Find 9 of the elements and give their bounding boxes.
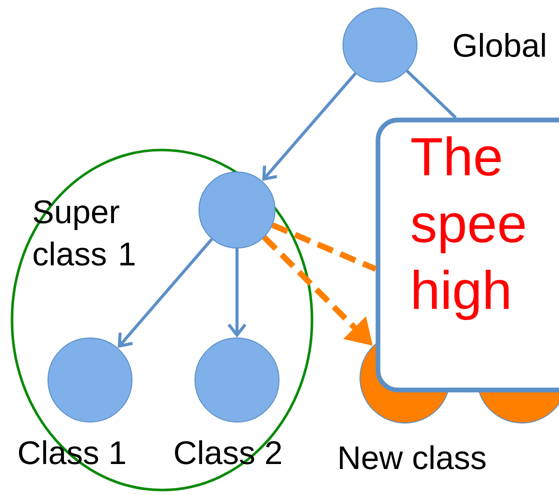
node-label: Class 2	[174, 440, 281, 464]
group-ellipse	[10, 148, 314, 492]
arrow	[118, 238, 213, 348]
node-label: New class	[340, 445, 486, 470]
connector-line	[406, 70, 457, 119]
callout-tooltip: The spee high	[376, 118, 559, 392]
node-label: Global	[454, 32, 545, 58]
arrow	[262, 72, 357, 181]
arrow	[228, 248, 246, 338]
